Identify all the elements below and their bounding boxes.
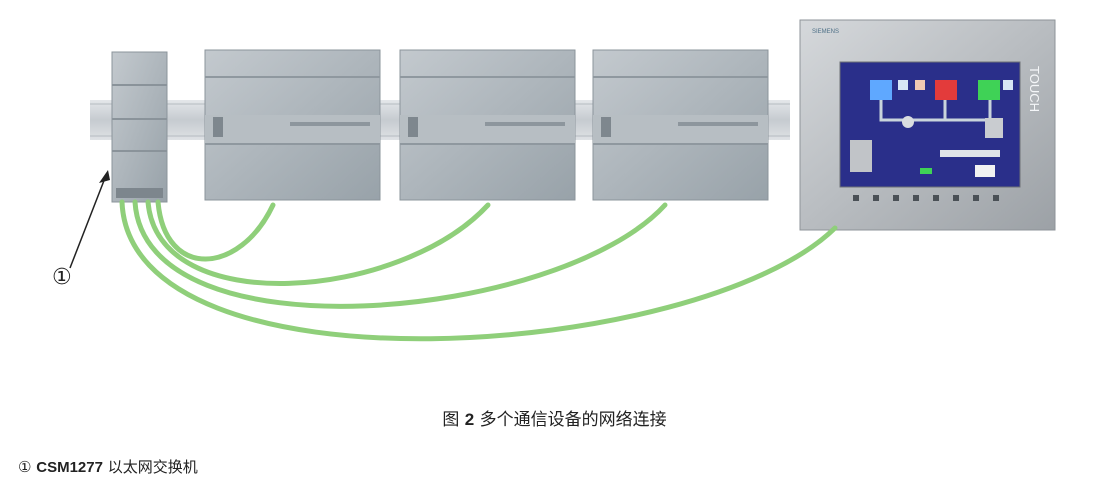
hmi-side-text: TOUCH bbox=[1027, 66, 1042, 112]
figure-caption: 图 2 多个通信设备的网络连接 bbox=[0, 405, 1109, 430]
cable-to-plc-1 bbox=[155, 199, 276, 262]
plc-module-3 bbox=[592, 49, 769, 201]
cable-to-plc-3 bbox=[132, 199, 668, 309]
hmi-function-keys bbox=[853, 195, 999, 201]
cable-to-hmi bbox=[119, 199, 838, 342]
hmi-touch-panel: SIEMENS TOUCH bbox=[799, 19, 1056, 231]
footnote-marker: ① bbox=[18, 458, 32, 476]
callout-arrowhead bbox=[99, 170, 110, 183]
footnote: ① CSM1277 以太网交换机 bbox=[18, 456, 198, 477]
ethernet-cables bbox=[119, 199, 838, 342]
plc-module-1 bbox=[204, 49, 381, 201]
cable-to-plc-2 bbox=[145, 199, 491, 286]
footnote-description: 以太网交换机 bbox=[107, 458, 198, 476]
footnote-model: CSM1277 bbox=[36, 459, 103, 476]
callout-pointer bbox=[69, 177, 106, 269]
caption-text: 多个通信设备的网络连接 bbox=[479, 410, 667, 430]
plc-module-2 bbox=[399, 49, 576, 201]
caption-number: 2 bbox=[464, 410, 475, 429]
caption-label: 图 bbox=[442, 410, 460, 430]
hmi-brand-text: SIEMENS bbox=[812, 29, 839, 35]
csm1277-switch-module bbox=[111, 51, 168, 203]
callout-marker: ① bbox=[52, 265, 72, 290]
